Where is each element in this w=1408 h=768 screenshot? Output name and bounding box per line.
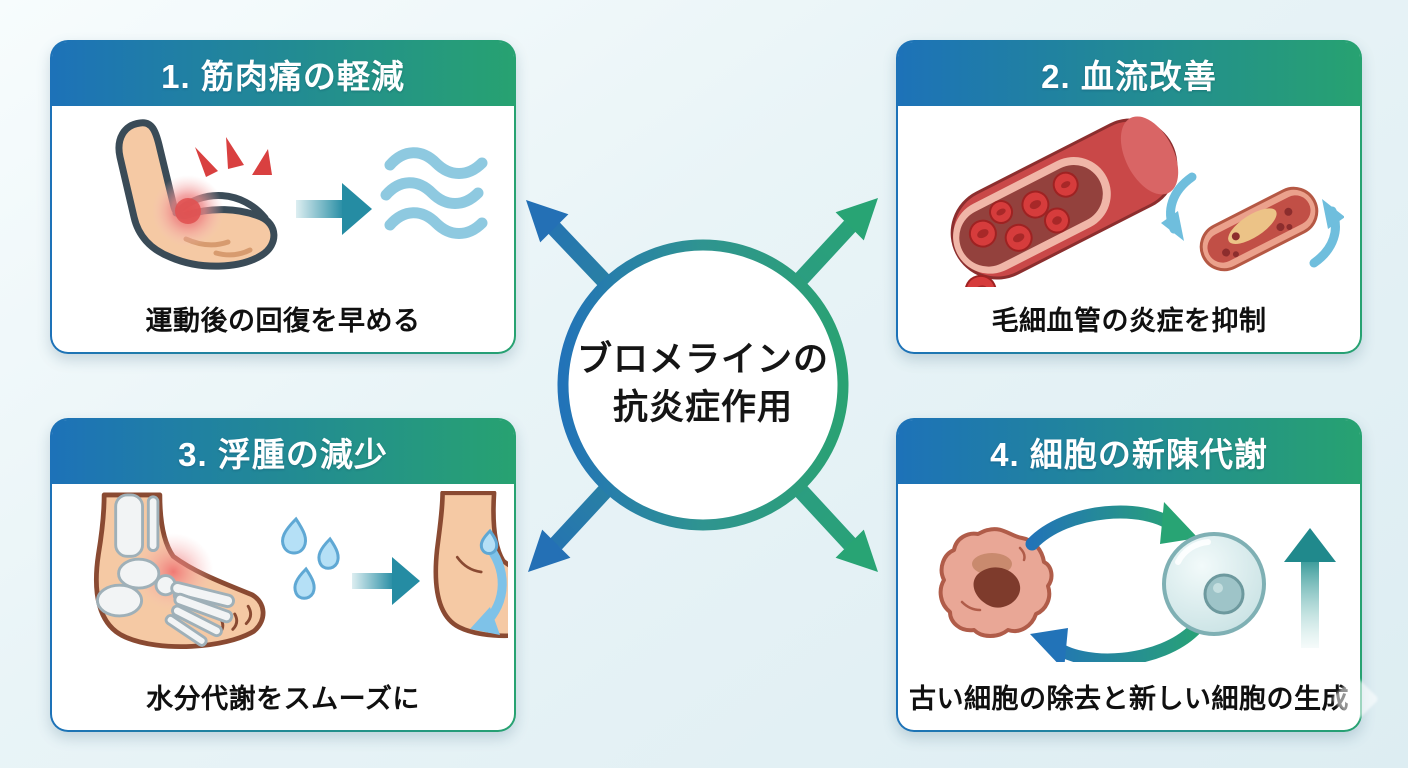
center-title-line2: 抗炎症作用 — [612, 388, 793, 428]
center-circle — [557, 239, 849, 531]
center-title-line1: ブロメラインの — [576, 340, 829, 379]
card-2-caption: 毛細血管の炎症を抑制 — [991, 306, 1267, 336]
blood-vessel-icon — [950, 116, 1344, 287]
center-title: ブロメラインの 抗炎症作用 — [543, 336, 863, 433]
card-1-title: 1. 筋肉痛の軽減 — [52, 42, 514, 106]
cell-turnover-icon — [938, 502, 1336, 662]
blood-vessel-capillary-illustration — [898, 110, 1360, 288]
swollen-ankle-to-healthy-foot-illustration — [52, 488, 514, 666]
card-cell-turnover: 4. 細胞の新陳代謝 — [896, 418, 1362, 732]
old-cell-new-cell-turnover-illustration — [898, 488, 1360, 666]
card-2-title: 2. 血流改善 — [898, 42, 1360, 106]
card-3-title: 3. 浮腫の減少 — [52, 420, 514, 484]
card-1-caption: 運動後の回復を早める — [145, 306, 421, 336]
card-3-caption: 水分代謝をスムーズに — [146, 684, 420, 714]
card-4-title: 4. 細胞の新陳代謝 — [898, 420, 1360, 484]
center-hub-diagram — [526, 198, 878, 572]
muscle-arm-pain-to-relief-illustration — [52, 110, 514, 288]
card-blood-flow: 2. 血流改善 — [896, 40, 1362, 354]
card-4-caption: 古い細胞の除去と新しい細胞の生成 — [909, 684, 1349, 714]
card-muscle-pain-relief: 1. 筋肉痛の軽減 — [50, 40, 516, 354]
card-edema-reduction: 3. 浮腫の減少 — [50, 418, 516, 732]
muscle-arm-icon — [115, 119, 488, 270]
ankle-foot-icon — [94, 491, 508, 650]
